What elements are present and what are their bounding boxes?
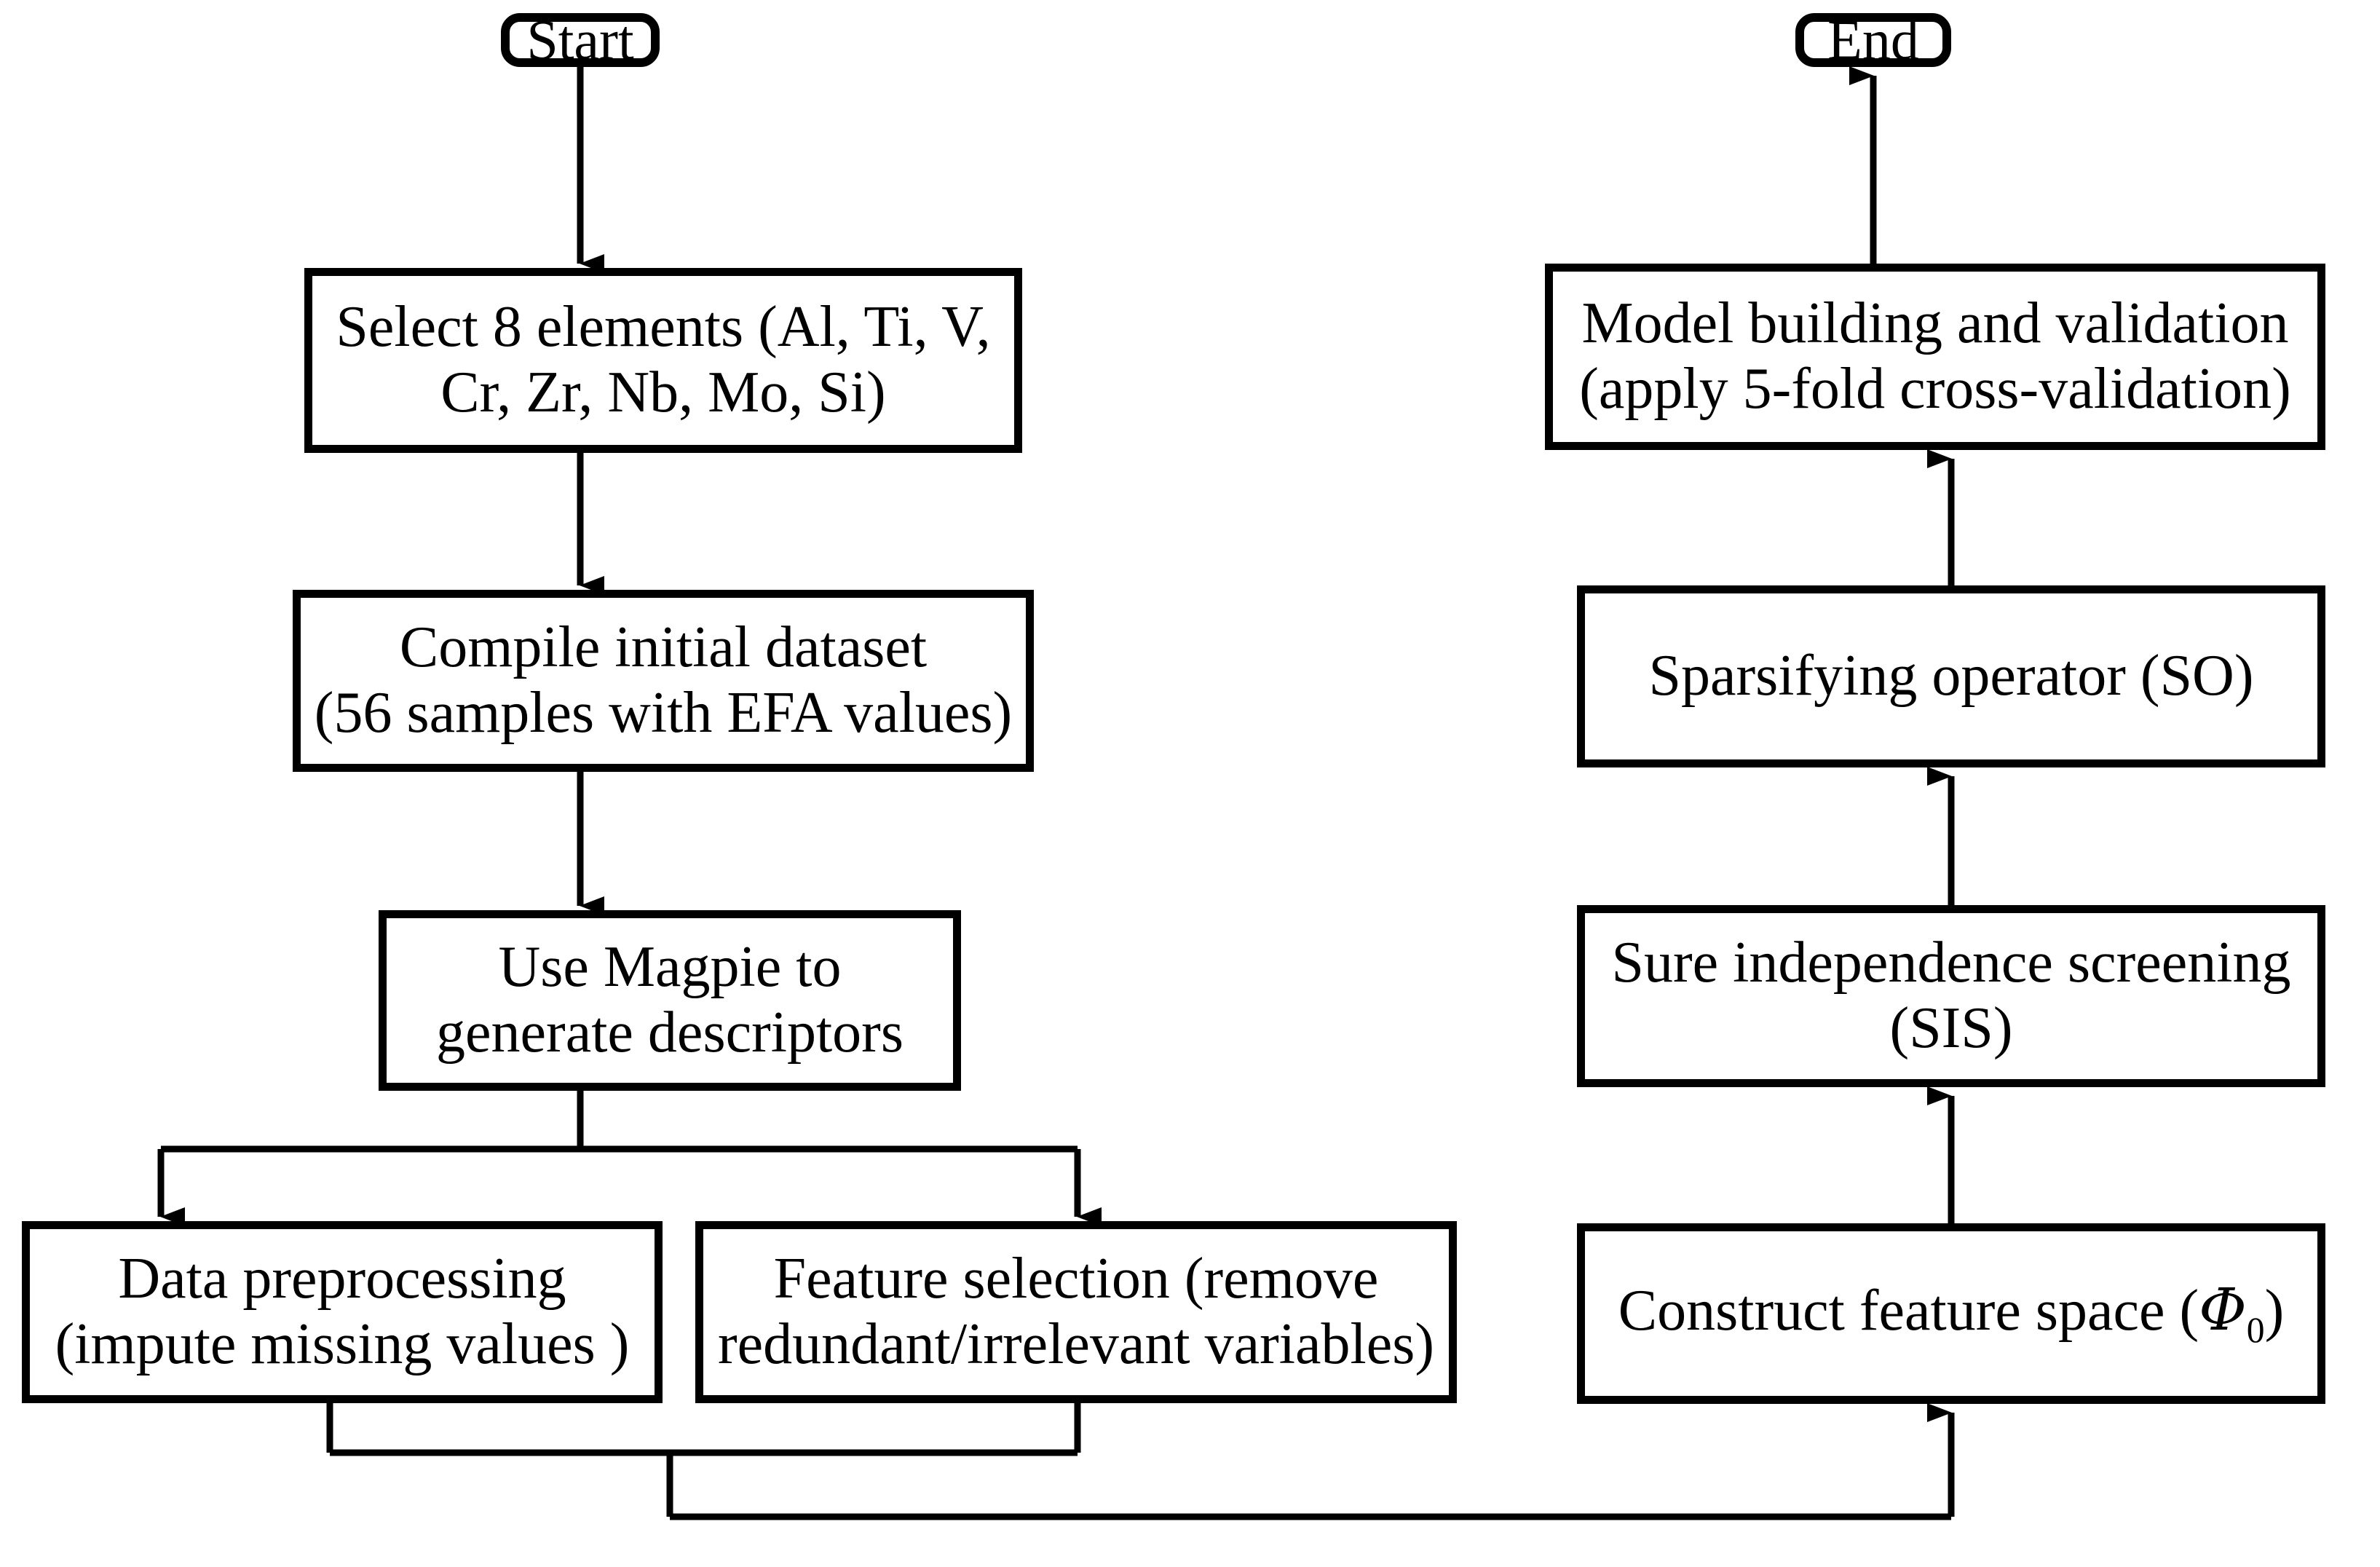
node-construct-feature-space-label: Construct feature space (Φ0) bbox=[1611, 1275, 2291, 1351]
node-feature-selection-label: Feature selection (remove redundant/irre… bbox=[718, 1247, 1434, 1376]
node-model-building[interactable]: Model building and validation (apply 5-f… bbox=[1545, 264, 2325, 450]
node-use-magpie[interactable]: Use Magpie to generate descriptors bbox=[379, 910, 961, 1091]
construct-label-suffix: ) bbox=[2264, 1278, 2285, 1343]
node-sure-independence-screening-label: Sure independence screening (SIS) bbox=[1611, 931, 2291, 1060]
node-sparsifying-operator[interactable]: Sparsifying operator (SO) bbox=[1577, 585, 2325, 767]
node-compile-dataset-label: Compile initial dataset (56 samples with… bbox=[314, 615, 1013, 745]
node-construct-feature-space[interactable]: Construct feature space (Φ0) bbox=[1577, 1223, 2325, 1404]
phi-symbol: Φ bbox=[2199, 1275, 2247, 1343]
node-model-building-label: Model building and validation (apply 5-f… bbox=[1579, 291, 2291, 421]
phi-subscript: 0 bbox=[2246, 1309, 2265, 1350]
node-start[interactable]: Start bbox=[501, 8, 660, 71]
node-compile-dataset[interactable]: Compile initial dataset (56 samples with… bbox=[293, 590, 1034, 772]
node-data-preprocessing[interactable]: Data preprocessing (impute missing value… bbox=[22, 1221, 663, 1403]
node-use-magpie-label: Use Magpie to generate descriptors bbox=[436, 935, 904, 1065]
construct-label-prefix: Construct feature space ( bbox=[1618, 1278, 2199, 1343]
node-data-preprocessing-label: Data preprocessing (impute missing value… bbox=[55, 1247, 630, 1376]
node-feature-selection[interactable]: Feature selection (remove redundant/irre… bbox=[695, 1221, 1457, 1403]
node-sparsifying-operator-label: Sparsifying operator (SO) bbox=[1648, 644, 2254, 708]
node-select-elements[interactable]: Select 8 elements (Al, Ti, V, Cr, Zr, Nb… bbox=[304, 268, 1022, 453]
node-start-label: Start bbox=[526, 8, 634, 72]
node-select-elements-label: Select 8 elements (Al, Ti, V, Cr, Zr, Nb… bbox=[336, 295, 991, 425]
node-sure-independence-screening[interactable]: Sure independence screening (SIS) bbox=[1577, 905, 2325, 1087]
node-end[interactable]: End bbox=[1795, 8, 1951, 71]
node-end-label: End bbox=[1827, 8, 1919, 72]
